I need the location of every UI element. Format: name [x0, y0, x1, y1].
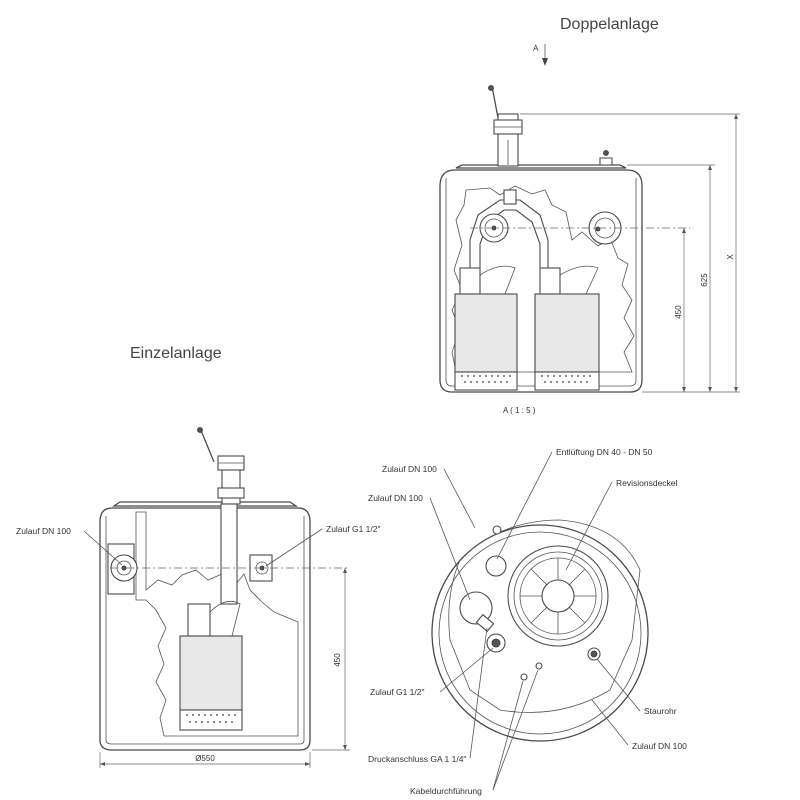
double-unit-drawing — [439, 85, 740, 393]
dim-625: 625 — [700, 273, 709, 287]
label-pressure: Druckanschluss GA 1 1/4" — [368, 754, 466, 764]
pump-single — [179, 600, 243, 731]
pump-right — [534, 265, 600, 391]
pump-left — [454, 265, 518, 391]
dim-diameter: Ø550 — [195, 754, 215, 763]
title-doppelanlage: Doppelanlage — [560, 16, 659, 33]
dim-450-single: 450 — [333, 653, 342, 667]
view-arrow-a: A — [533, 44, 548, 66]
title-einzelanlage: Einzelanlage — [130, 345, 222, 362]
label-cover: Revisionsdeckel — [616, 478, 678, 488]
svg-text:A: A — [533, 44, 539, 53]
section-label: A ( 1 : 5 ) — [503, 406, 536, 415]
top-view-drawing — [429, 451, 649, 791]
label-top-inlet-left: Zulauf DN 100 — [368, 493, 423, 503]
dim-x: X — [726, 254, 735, 260]
label-inlet-g1: Zulauf G1 1/2" — [370, 687, 425, 697]
label-riser: Staurohr — [644, 706, 677, 716]
label-cable: Kabeldurchführung — [410, 786, 482, 796]
label-top-inlet-top: Zulauf DN 100 — [382, 464, 437, 474]
dim-450-double: 450 — [674, 305, 683, 319]
label-single-inlet-right: Zulauf G1 1/2" — [326, 524, 381, 534]
label-single-inlet-left: Zulauf DN 100 — [16, 526, 71, 536]
label-vent: Entlüftung DN 40 - DN 50 — [556, 447, 653, 457]
single-unit-drawing — [83, 427, 350, 768]
label-bottom-inlet: Zulauf DN 100 — [632, 741, 687, 751]
